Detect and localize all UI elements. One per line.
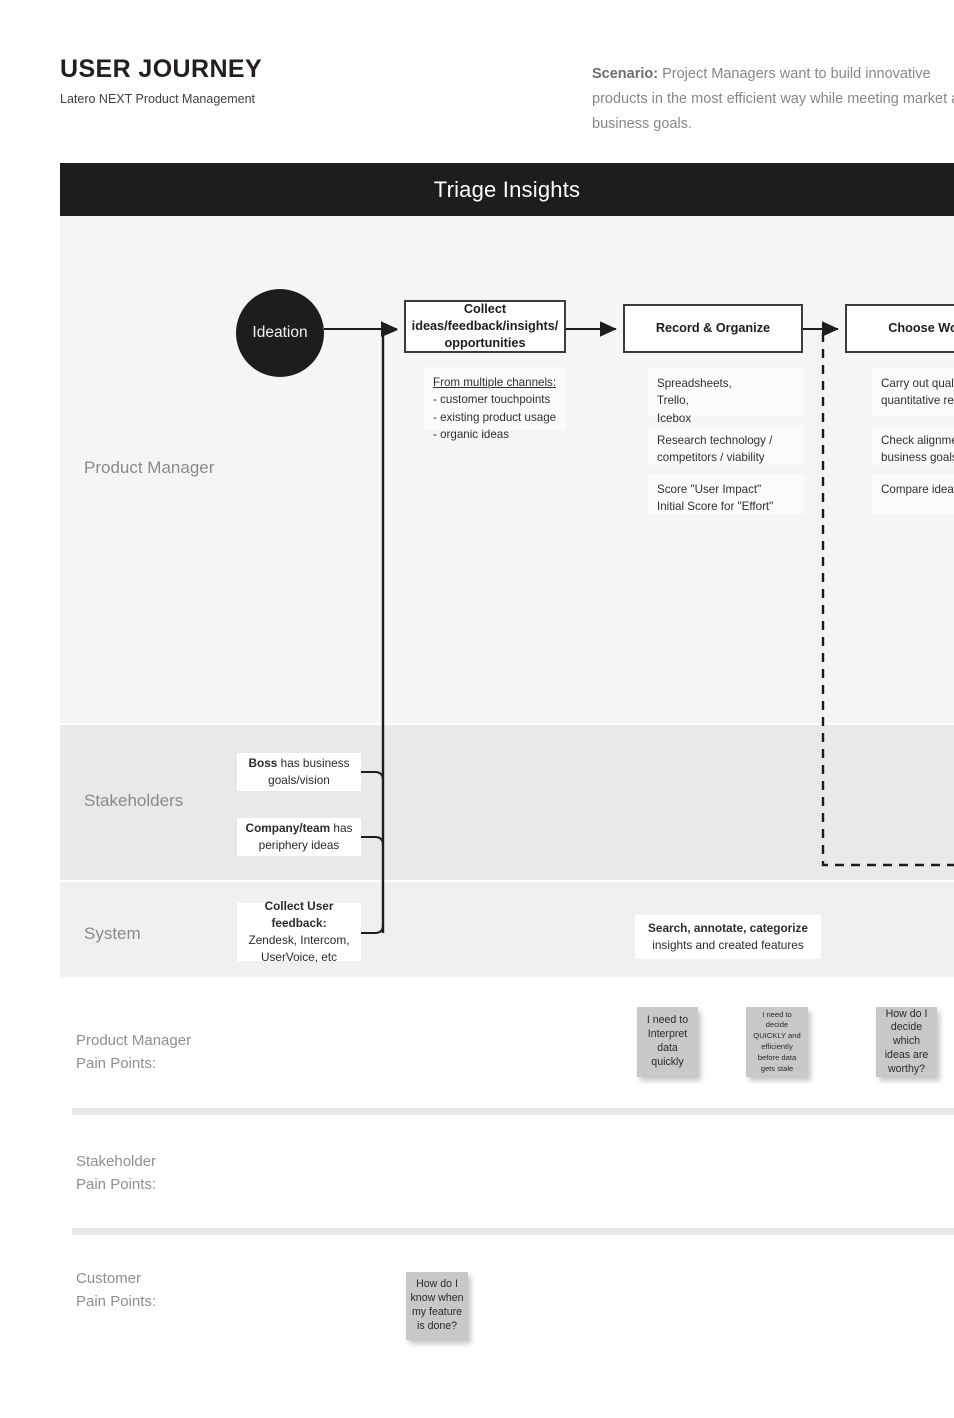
system-rest: insights and created features bbox=[652, 938, 804, 952]
note-collect-channels: From multiple channels: - customer touch… bbox=[424, 367, 566, 441]
stakeholder-box-company-team: Company/team has periphery ideas bbox=[237, 818, 361, 856]
stakeholder-rest: has periphery ideas bbox=[258, 820, 353, 852]
pain-label-product-manager: Product Manager Pain Points: bbox=[76, 1032, 192, 1073]
note-line: competitors / viability bbox=[657, 451, 765, 465]
note-line: - organic ideas bbox=[433, 428, 510, 442]
note-heading: From multiple channels: bbox=[433, 376, 557, 389]
pain-divider bbox=[72, 1108, 954, 1115]
lane-stakeholders bbox=[60, 725, 954, 880]
sticky-note[interactable]: How do I decide which ideas are worthy? bbox=[876, 1007, 937, 1077]
stakeholder-bold: Company/team bbox=[245, 820, 331, 835]
stakeholder-bold: Boss bbox=[248, 755, 278, 770]
sticky-note[interactable]: I need to decide QUICKLY and efficiently… bbox=[746, 1007, 808, 1077]
note-line: Initial Score for "Effort" bbox=[657, 500, 774, 514]
sticky-note[interactable]: I need to Interpret data quickly bbox=[637, 1007, 698, 1077]
system-box-search-annotate: Search, annotate, categorize insights an… bbox=[635, 915, 821, 959]
sticky-note[interactable]: How do I know when my feature is done? bbox=[406, 1272, 468, 1340]
system-bold: Collect User feedback: bbox=[264, 898, 334, 930]
note-line: Research technology / bbox=[657, 434, 773, 447]
note-line: Check alignment with bbox=[881, 434, 954, 447]
step-collect-ideas[interactable]: Collect ideas/feedback/insights/ opportu… bbox=[404, 300, 566, 353]
note-record-score: Score "User Impact" Initial Score for "E… bbox=[648, 474, 804, 514]
note-line: - existing product usage bbox=[433, 410, 557, 424]
scenario-body: Project Managers want to build innovativ… bbox=[592, 66, 954, 132]
stage-title: Triage Insights bbox=[433, 176, 581, 202]
note-line: Compare ideas bbox=[881, 483, 954, 496]
stakeholder-box-boss: Boss has business goals/vision bbox=[237, 753, 361, 791]
stakeholder-rest: has business goals/vision bbox=[268, 755, 350, 787]
system-rest: Zendesk, Intercom, UserVoice, etc bbox=[248, 933, 350, 965]
swimlane-board: Triage Insights Product Manager Stakehol… bbox=[60, 163, 954, 977]
system-box-collect-feedback: Collect User feedback:Zendesk, Intercom,… bbox=[237, 899, 361, 965]
pain-label-stakeholder: Stakeholder Pain Points: bbox=[76, 1153, 157, 1194]
note-choose-research: Carry out qualitative / quantitative res… bbox=[872, 368, 954, 416]
note-choose-alignment: Check alignment with business goals bbox=[872, 425, 954, 465]
lane-label-product-manager: Product Manager bbox=[84, 458, 215, 477]
note-line: Trello, bbox=[657, 394, 689, 408]
page-title: USER JOURNEY bbox=[60, 55, 263, 83]
pain-divider bbox=[72, 1228, 954, 1235]
node-ideation-label: Ideation bbox=[252, 324, 308, 341]
note-line: Score "User Impact" bbox=[657, 483, 762, 496]
scenario-text: Scenario: Project Managers want to build… bbox=[592, 62, 954, 137]
note-record-tools: Spreadsheets, Trello, Icebox bbox=[648, 368, 804, 425]
note-line: - customer touchpoints bbox=[433, 393, 551, 407]
scenario-label: Scenario: bbox=[592, 66, 659, 82]
stage-header: Triage Insights bbox=[60, 163, 954, 216]
note-line: business goals bbox=[881, 451, 954, 465]
node-ideation[interactable]: Ideation bbox=[236, 289, 324, 377]
step-choose-worthy[interactable]: Choose Worthy bbox=[845, 304, 954, 353]
note-line: Spreadsheets, bbox=[657, 377, 732, 390]
system-bold: Search, annotate, categorize bbox=[648, 920, 808, 935]
step-record-organize[interactable]: Record & Organize bbox=[623, 304, 803, 353]
note-choose-compare: Compare ideas bbox=[872, 474, 954, 514]
note-line: quantitative research bbox=[881, 394, 954, 408]
lane-label-system: System bbox=[84, 924, 141, 943]
pain-label-customer: Customer Pain Points: bbox=[76, 1270, 157, 1311]
note-line: Icebox bbox=[657, 411, 692, 425]
note-line: Carry out qualitative / bbox=[881, 377, 954, 390]
note-record-research: Research technology / competitors / viab… bbox=[648, 425, 804, 465]
page-subtitle: Latero NEXT Product Management bbox=[60, 92, 256, 106]
lane-label-stakeholders: Stakeholders bbox=[84, 791, 184, 810]
